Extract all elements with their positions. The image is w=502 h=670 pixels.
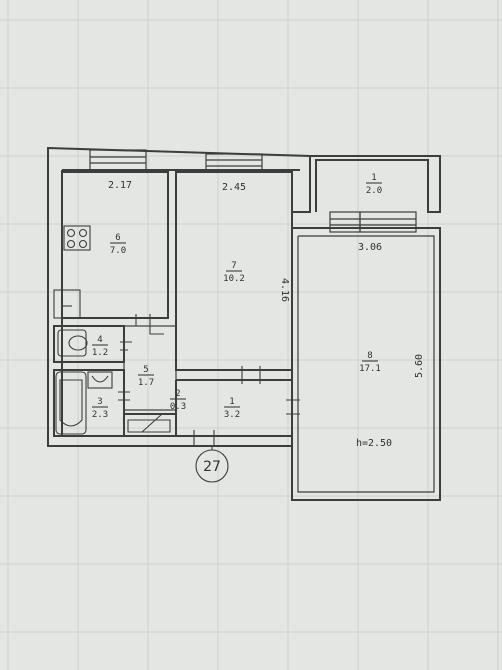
kitchen-room-outline [61,171,169,319]
room-number-closet: 2 [175,389,180,399]
room-number-kitchen: 6 [115,233,120,243]
apartment-number: 27 [203,459,221,475]
stove-icon [63,225,91,251]
balcony-door [329,211,417,233]
toilet-icon [57,329,88,357]
room-number-hall: 1 [229,397,234,407]
balcony-outline [310,155,441,213]
kitchen-width-label: 2.17 [108,180,132,191]
room-label-kitchen: 67.0 [110,233,126,256]
room-area-toilet: 1.2 [92,348,108,358]
room-label-living: 817.1 [359,351,381,374]
washbasin-icon [87,371,113,389]
room-number-corridor: 5 [143,365,148,375]
room-label-balcony: 12.0 [366,173,382,196]
room-number-bathroom: 3 [97,397,102,407]
room-number-living: 8 [367,351,372,361]
apartment-marker-circle [195,449,229,483]
bedroom-room-outline [175,171,293,371]
living-outline [291,227,441,501]
bathroom-door [118,391,130,401]
windows [89,149,417,233]
toilet-door [120,341,132,351]
doors [118,314,300,446]
living-width-label: 3.06 [358,242,382,253]
toilet-room-outline [53,325,125,363]
room-label-bedroom: 710.2 [223,261,245,284]
kitchen-door [135,314,164,335]
room-label-corridor: 51.7 [138,365,154,388]
hall-outline [124,379,292,437]
fixtures [53,225,113,435]
living-door [286,399,300,415]
kitchen-sink-icon [53,289,81,319]
room-label-toilet: 41.2 [92,335,108,358]
room-area-balcony: 2.0 [366,186,382,196]
room-area-hall: 3.2 [224,410,240,420]
room-number-toilet: 4 [97,335,102,345]
entrance-door [193,430,215,446]
ceiling-height-label: h=2.50 [356,438,392,449]
closet-door [127,413,171,433]
room-number-bedroom: 7 [231,261,236,271]
apartment-marker: 27 [195,446,229,483]
room-area-living: 17.1 [359,364,381,374]
bathtub-icon [55,371,87,435]
room-area-kitchen: 7.0 [110,246,126,256]
room-label-hall: 13.2 [224,397,240,420]
room-label-bathroom: 32.3 [92,397,108,420]
interior-walls [53,171,293,437]
room-label-closet: 20.3 [170,389,186,412]
living-depth-label: 5.60 [414,354,425,378]
room-area-corridor: 1.7 [138,378,154,388]
corridor-outline [123,325,177,411]
kitchen-window [89,149,147,171]
bedroom-door [241,366,261,384]
room-area-bedroom: 10.2 [223,274,245,284]
bedroom-width-label: 2.45 [222,182,246,193]
bedroom-depth-label: 4.16 [279,278,290,302]
room-area-closet: 0.3 [170,402,186,412]
room-area-bathroom: 2.3 [92,410,108,420]
dimension-labels: 2.17 2.45 3.06 4.16 5.60 h=2.50 [108,180,425,449]
living-inner [297,235,435,493]
room-number-balcony: 1 [371,173,376,183]
